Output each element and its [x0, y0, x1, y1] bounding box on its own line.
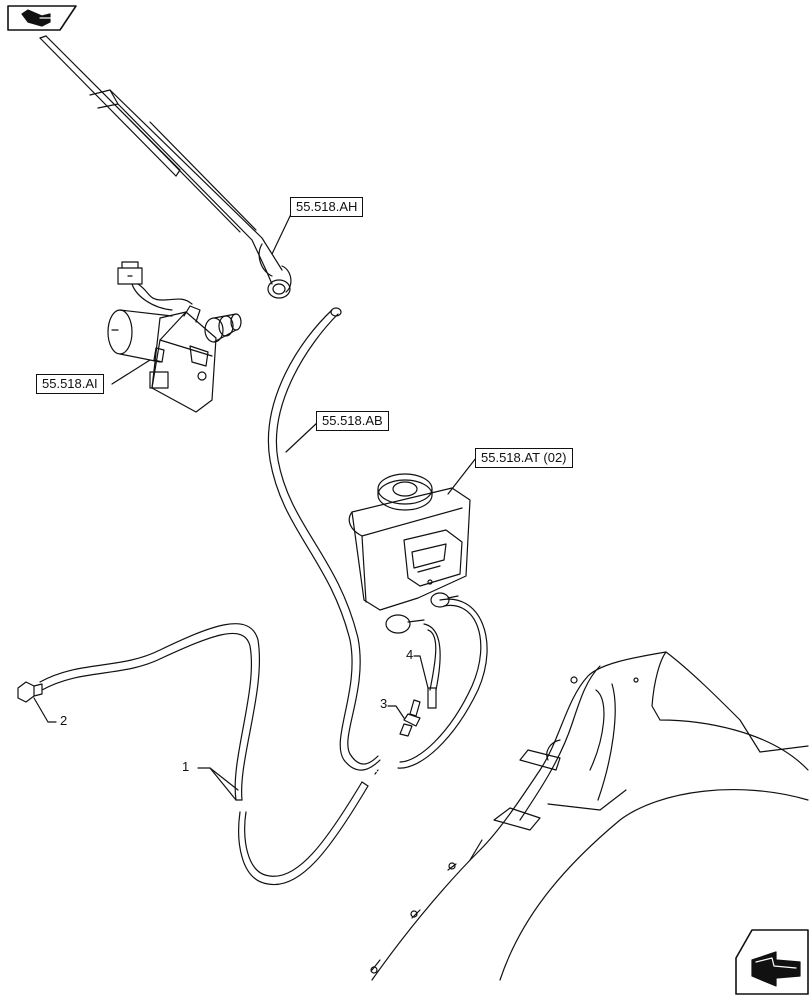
callout-4: 4 — [406, 647, 414, 662]
callout-2: 2 — [60, 713, 68, 728]
washer-tank — [348, 473, 471, 737]
ref-label-washer-hose[interactable]: 55.518.AB — [316, 411, 389, 431]
main-hose — [39, 623, 379, 886]
ref-label-washer-tank[interactable]: 55.518.AT (02) — [475, 448, 573, 468]
ref-label-wiper-motor[interactable]: 55.518.AI — [36, 374, 104, 394]
ref-label-wiper-arm[interactable]: 55.518.AH — [290, 197, 364, 217]
leader-lines — [33, 211, 477, 801]
next-page-arrow-icon[interactable] — [735, 929, 809, 995]
callout-3: 3 — [380, 696, 388, 711]
washer-hose — [268, 307, 488, 771]
book-arrow-icon[interactable] — [7, 5, 77, 31]
callout-1: 1 — [182, 759, 190, 774]
wiper-motor — [107, 261, 242, 413]
cab-frame — [370, 651, 809, 981]
wiper-arm — [39, 35, 292, 299]
fitting-nut — [17, 681, 43, 703]
